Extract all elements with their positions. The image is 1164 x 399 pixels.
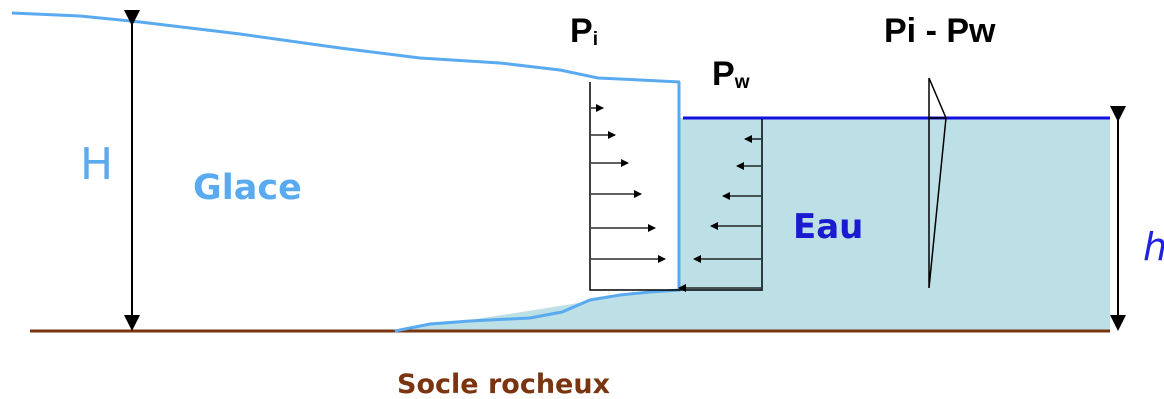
water-body [395, 118, 1110, 331]
glace-label: Glace [193, 168, 302, 208]
ice-surface [11, 11, 681, 84]
pw-main: P [712, 55, 735, 93]
pi-label: Pi [570, 12, 598, 50]
pi-pw-label: Pi - Pw [884, 12, 996, 50]
ice-pressure-arrows [591, 104, 666, 263]
water-pressure-arrows [678, 135, 761, 292]
ice-base [394, 288, 681, 333]
water-pressure-diagram [678, 119, 763, 292]
pi-main: P [570, 12, 593, 50]
bedrock-label: Socle rocheux [397, 369, 610, 399]
pi-sub: i [593, 29, 598, 50]
ice-pressure-diagram [589, 82, 678, 291]
pw-sub: w [734, 72, 750, 93]
eau-label: Eau [793, 207, 863, 247]
net-pressure-diagram [928, 77, 947, 289]
pw-label: Pw [712, 55, 750, 93]
h-label: h [1143, 225, 1164, 269]
H-label: H [80, 139, 113, 190]
